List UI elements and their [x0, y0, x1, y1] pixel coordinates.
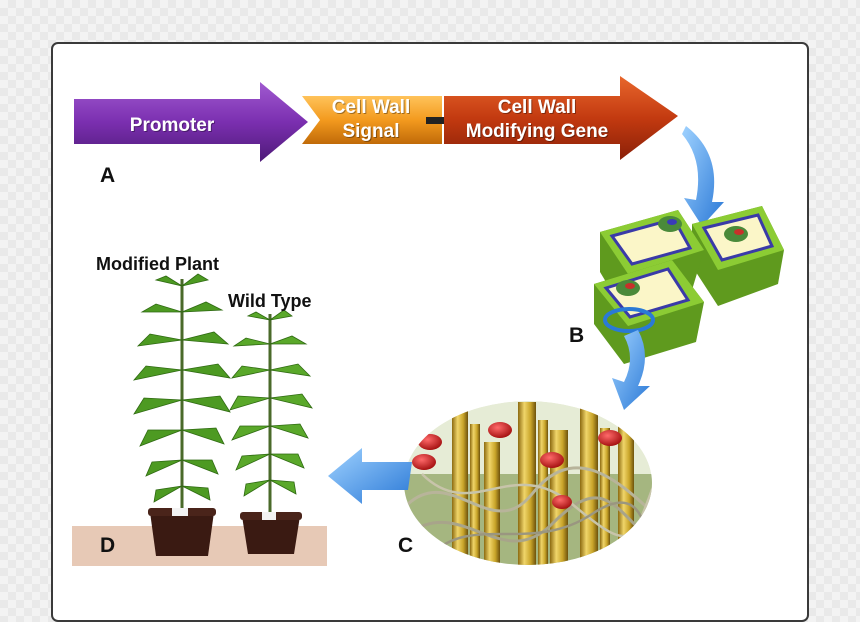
wild-type-plant-image	[229, 309, 313, 554]
gene-label-line2: Modifying Gene	[465, 121, 609, 142]
panel-label-d: D	[100, 534, 116, 557]
signal-label-line2: Signal	[342, 121, 400, 142]
gene-arrow	[444, 76, 678, 160]
diagram-graphics	[72, 76, 784, 566]
panel-label-a: A	[100, 164, 116, 187]
flow-arrow-b-to-c	[612, 330, 650, 410]
fiber-oval	[404, 401, 652, 565]
panel-label-c: C	[398, 534, 414, 557]
plant-cells	[594, 206, 784, 364]
gene-label-line1: Cell Wall	[497, 97, 577, 118]
panel-label-b: B	[569, 324, 585, 347]
modified-plant-label: Modified Plant	[96, 254, 219, 274]
flow-arrow-a-to-b	[682, 126, 724, 226]
signal-label-line1: Cell Wall	[331, 97, 411, 118]
flow-arrow-c-to-d	[328, 448, 412, 504]
signal-arrow	[302, 96, 442, 144]
promoter-arrow	[74, 82, 308, 162]
wild-type-label: Wild Type	[228, 291, 312, 311]
linker-block	[426, 117, 444, 124]
modified-plant-image	[132, 273, 232, 556]
promoter-label: Promoter	[129, 115, 215, 136]
figure-canvas: Promoter Cell Wall Signal Cell Wall Modi…	[72, 74, 788, 566]
